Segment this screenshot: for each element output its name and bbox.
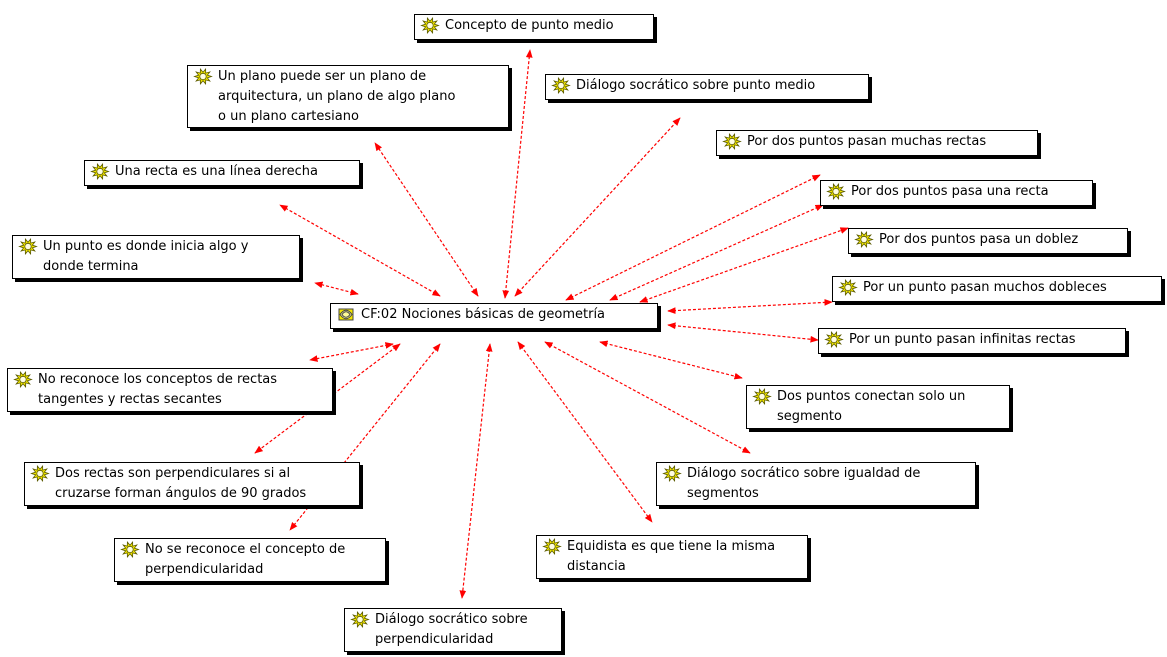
node-label-line: segmento: [777, 409, 842, 424]
center-node-label: CF:02 Nociones básicas de geometría: [361, 307, 606, 322]
link-n8: [639, 227, 849, 303]
quotation-icon: [193, 68, 213, 85]
quotation-icon: [752, 388, 772, 405]
link-n4: [565, 174, 821, 301]
node-label-line: Por dos puntos pasan muchas rectas: [747, 134, 987, 149]
quotation-icon: [662, 465, 682, 482]
quotation-icon: [542, 538, 562, 555]
quotation-icon: [722, 133, 742, 150]
node-label-line: arquitectura, un plano de algo plano: [218, 89, 456, 104]
quotation-node[interactable]: Diálogo socrático sobre perpendicularida…: [344, 608, 562, 652]
link-n5: [279, 204, 441, 297]
node-label-line: Por un punto pasan muchos dobleces: [863, 280, 1107, 295]
link-n1: [502, 49, 533, 299]
quotation-node[interactable]: Un plano puede ser un plano de arquitect…: [187, 65, 509, 128]
quotation-icon: [838, 279, 858, 296]
link-n14: [544, 341, 751, 454]
node-label-line: segmentos: [687, 486, 759, 501]
quotation-node[interactable]: Dos rectas son perpendiculares si al cru…: [24, 462, 360, 506]
quotation-node[interactable]: Un punto es donde inicia algo y donde te…: [12, 235, 300, 279]
link-n2: [374, 142, 479, 297]
quotation-node[interactable]: Diálogo socrático sobre igualdad de segm…: [656, 462, 976, 506]
node-label-line: Una recta es una línea derecha: [115, 164, 318, 179]
node-label-line: Un plano puede ser un plano de: [218, 69, 427, 84]
quotation-icon: [824, 331, 844, 348]
quotation-node[interactable]: Por dos puntos pasan muchas rectas: [716, 130, 1038, 156]
node-label-line: Dos puntos conectan solo un: [777, 389, 966, 404]
quotation-icon: [18, 238, 38, 255]
quotation-node[interactable]: Por dos puntos pasa un doblez: [848, 228, 1128, 254]
quotation-node[interactable]: Por un punto pasan muchos dobleces: [832, 276, 1162, 302]
quotation-icon: [854, 231, 874, 248]
link-n3: [514, 117, 681, 297]
node-label-line: perpendicularidad: [375, 632, 494, 647]
node-label-line: Dos rectas son perpendiculares si al: [55, 466, 291, 481]
node-label-line: Concepto de punto medio: [445, 18, 614, 33]
node-label-line: No reconoce los conceptos de rectas: [38, 372, 278, 387]
quotation-icon: [420, 17, 440, 34]
quotation-icon: [30, 465, 50, 482]
node-label-line: Por un punto pasan infinitas rectas: [849, 332, 1076, 347]
node-label-line: Por dos puntos pasa una recta: [851, 184, 1049, 199]
quotation-node[interactable]: Una recta es una línea derecha: [84, 160, 360, 186]
quotation-icon: [350, 611, 370, 628]
node-label-line: Por dos puntos pasa un doblez: [879, 232, 1079, 247]
node-label-line: Diálogo socrático sobre igualdad de: [687, 466, 921, 481]
node-label-line: distancia: [567, 559, 626, 574]
node-label-line: Diálogo socrático sobre punto medio: [576, 78, 816, 93]
link-n12: [599, 340, 743, 380]
node-label-line: Diálogo socrático sobre: [375, 612, 528, 627]
quotation-node[interactable]: Diálogo socrático sobre punto medio: [545, 74, 869, 100]
node-label-line: perpendicularidad: [145, 562, 264, 577]
link-n11: [309, 342, 394, 362]
link-n7: [314, 281, 359, 296]
quotation-node[interactable]: Concepto de punto medio: [414, 14, 654, 40]
link-n16: [517, 341, 653, 523]
center-node[interactable]: CF:02 Nociones básicas de geometría: [330, 303, 658, 329]
node-label-line: donde termina: [43, 259, 139, 274]
quotation-icon: [826, 183, 846, 200]
quotation-icon: [120, 541, 140, 558]
node-label-line: cruzarse forman ángulos de 90 grados: [55, 486, 307, 501]
node-label-line: o un plano cartesiano: [218, 109, 359, 124]
node-label-line: tangentes y rectas secantes: [38, 392, 222, 407]
quotation-node[interactable]: Dos puntos conectan solo un segmento: [746, 385, 1010, 429]
quotation-node[interactable]: Por un punto pasan infinitas rectas: [818, 328, 1126, 354]
quotation-node[interactable]: No reconoce los conceptos de rectas tang…: [7, 368, 333, 412]
node-label-line: No se reconoce el concepto de: [145, 542, 346, 557]
link-n9: [667, 299, 833, 314]
node-label-line: Equidista es que tiene la misma: [567, 539, 776, 554]
code-family-icon: [338, 308, 354, 321]
quotation-node[interactable]: No se reconoce el concepto de perpendicu…: [114, 538, 386, 582]
link-n17: [459, 343, 493, 599]
quotation-icon: [551, 77, 571, 94]
quotation-icon: [90, 163, 110, 180]
quotation-node[interactable]: Por dos puntos pasa una recta: [820, 180, 1093, 206]
quotation-icon: [13, 371, 33, 388]
link-n10: [667, 322, 819, 343]
quotation-node[interactable]: Equidista es que tiene la misma distanci…: [536, 535, 808, 579]
link-n6: [609, 204, 824, 301]
node-label-line: Un punto es donde inicia algo y: [43, 239, 249, 254]
